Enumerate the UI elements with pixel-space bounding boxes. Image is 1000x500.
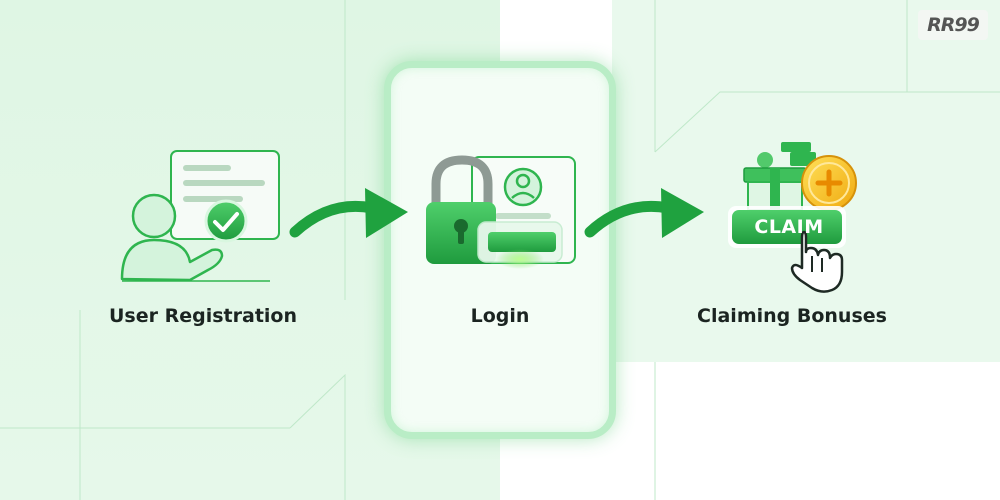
claim-button-label: CLAIM [754, 216, 824, 238]
claim-button [728, 206, 846, 248]
step-label-user-registration: User Registration [109, 305, 297, 327]
brand-logo: RR99 [918, 10, 988, 40]
login-button-icon [477, 221, 563, 269]
brand-logo-text: RR99 [927, 14, 980, 36]
background-right-bottom [612, 362, 1000, 500]
arrow-right-icon [289, 188, 408, 238]
gift-box-icon [743, 142, 816, 211]
checkmark-icon [204, 199, 248, 243]
hand-pointer-icon [790, 230, 844, 293]
coin-plus-icon [801, 155, 857, 211]
user-icon [120, 193, 270, 282]
step-label-claiming-bonuses: Claiming Bonuses [697, 305, 887, 327]
arrow-right-icon [584, 188, 704, 238]
step-label-login: Login [470, 305, 530, 327]
